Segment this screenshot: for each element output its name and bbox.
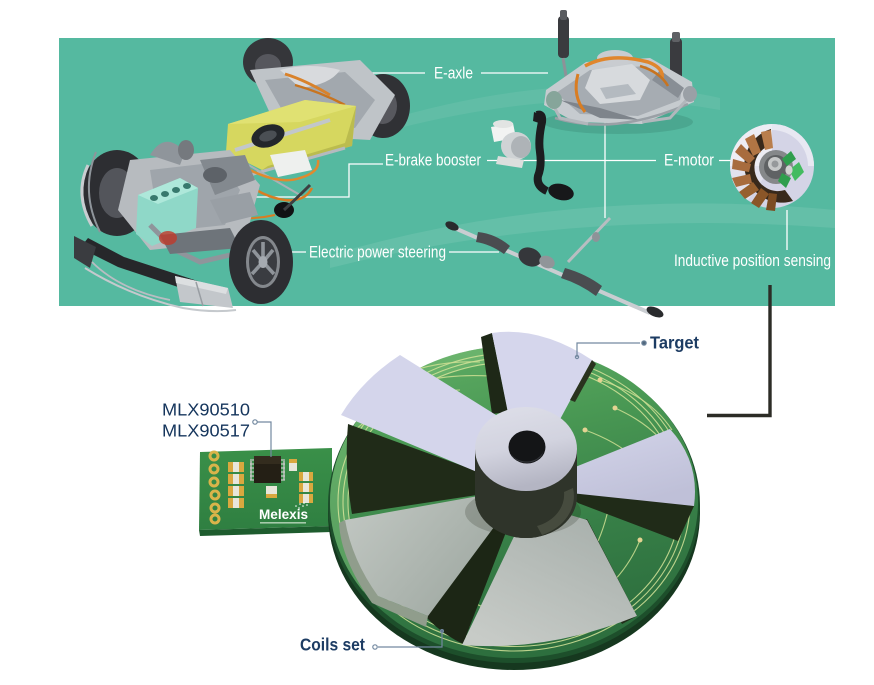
svg-text:Target: Target [650,333,699,353]
svg-text:MLX90510: MLX90510 [162,400,250,420]
svg-text:Electric power steering: Electric power steering [309,244,446,262]
svg-text:E-brake booster: E-brake booster [385,152,481,170]
svg-text:Inductive position sensing: Inductive position sensing [674,252,831,270]
svg-text:Melexis: Melexis [259,507,308,522]
svg-text:Coils set: Coils set [300,635,365,655]
svg-text:E-motor: E-motor [664,152,714,170]
svg-text:MLX90517: MLX90517 [162,421,250,441]
svg-text:E-axle: E-axle [434,65,473,83]
